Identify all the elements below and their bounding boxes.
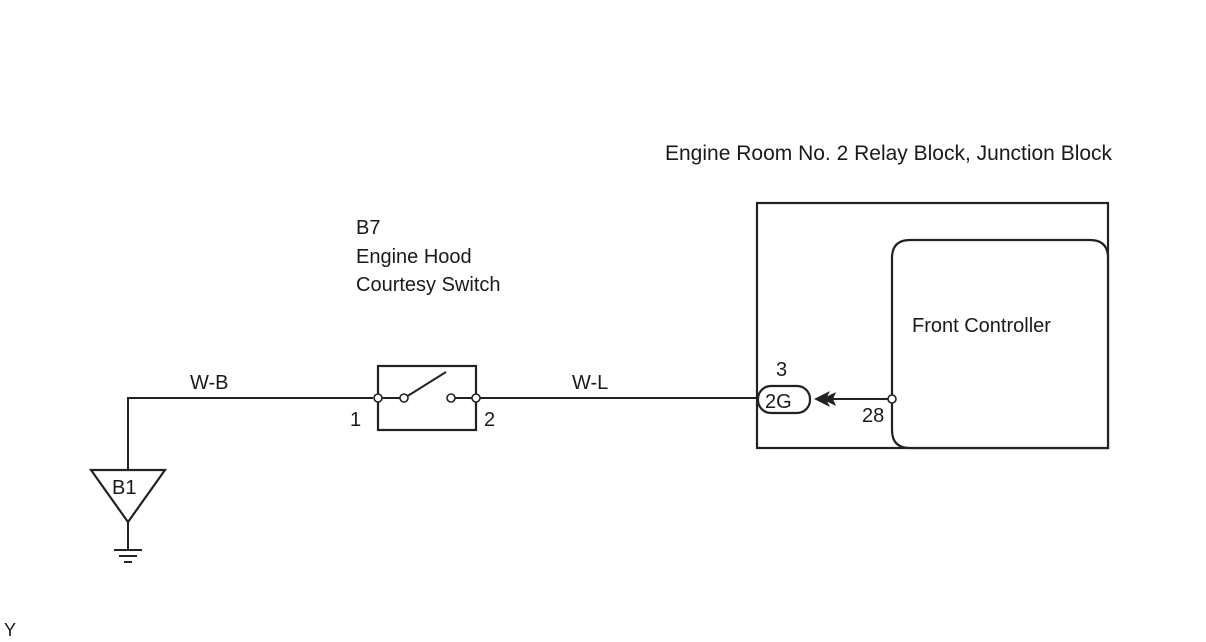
wire-controller-side-label: W-L (572, 372, 608, 394)
wire-ground-side-label: W-B (190, 372, 229, 394)
switch-contact-arm (405, 371, 447, 398)
footer-code: Y (4, 620, 16, 640)
switch-pin-2-icon (471, 393, 481, 403)
front-controller-label: Front Controller (912, 315, 1051, 337)
ground-code: B1 (112, 477, 136, 499)
front-controller-box (890, 238, 1110, 450)
switch-contact-left-icon (399, 393, 409, 403)
connector-code: 2G (765, 391, 792, 413)
wire-ground-side (127, 397, 373, 470)
switch-pin-1-icon (373, 393, 383, 403)
switch-name-line1: Engine Hood (356, 246, 472, 268)
connector-pin: 3 (776, 359, 787, 381)
switch-contact-right-icon (446, 393, 456, 403)
switch-pin-right: 2 (484, 409, 495, 431)
switch-pin-left: 1 (350, 409, 361, 431)
switch-name-line2: Courtesy Switch (356, 274, 501, 296)
switch-code: B7 (356, 217, 380, 239)
controller-pin-icon (887, 394, 897, 404)
ground-point-triangle (88, 468, 168, 524)
connector-arrow-icon-2 (822, 392, 836, 406)
relay-block-title: Engine Room No. 2 Relay Block, Junction … (665, 142, 1113, 165)
connector-2g-shape (756, 384, 812, 415)
controller-pin: 28 (862, 405, 884, 427)
